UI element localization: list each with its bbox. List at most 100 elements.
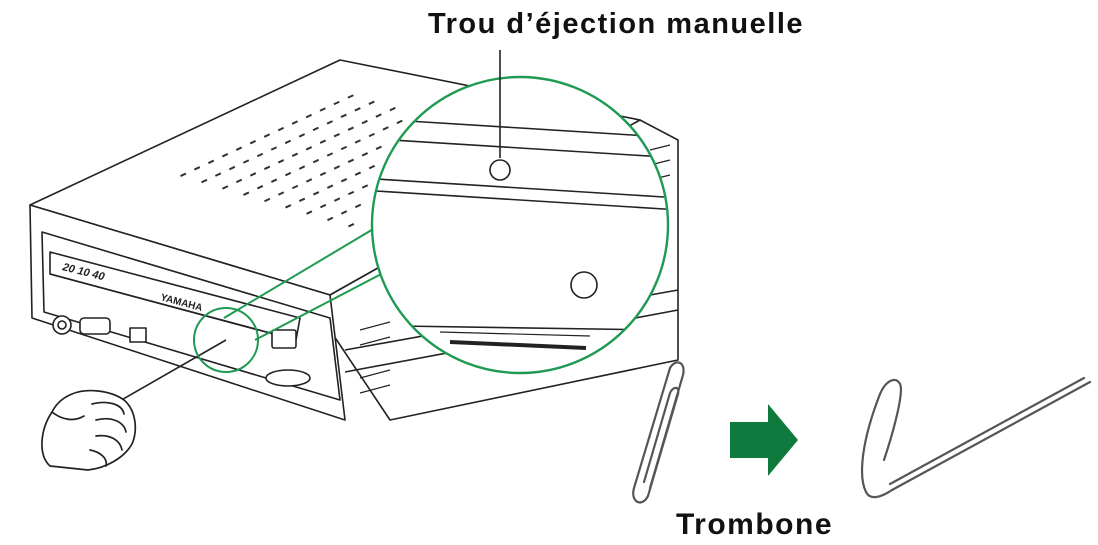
- vent-slot: [333, 100, 340, 106]
- vent-slot: [249, 172, 257, 177]
- vent-slot: [298, 197, 306, 202]
- zoom-tray-bottom: [449, 340, 587, 350]
- volume-control: [79, 317, 111, 335]
- drive-bezel-inner: [41, 231, 341, 401]
- vent-slot: [319, 171, 327, 177]
- vent-slot: [319, 139, 327, 144]
- callout-connector-bottom: [254, 271, 386, 341]
- paper-clip-bent-icon: [861, 376, 1092, 499]
- paper-clip-straightened: [861, 378, 1092, 499]
- eject-hole-label: Trou d’éjection manuelle: [428, 8, 805, 40]
- vent-slot: [263, 165, 271, 170]
- vent-slot: [305, 113, 312, 119]
- callout-connector-top: [223, 221, 386, 319]
- vent-slot: [221, 153, 229, 158]
- vent-slot: [361, 184, 369, 189]
- vent-slot: [235, 178, 243, 184]
- vent-slot: [347, 158, 355, 163]
- vent-slot: [368, 132, 375, 138]
- vent-slot: [333, 197, 341, 202]
- vent-slot: [305, 146, 313, 151]
- indicator-box: [129, 327, 147, 343]
- eject-indicator: [271, 329, 297, 349]
- headphone-jack-inner: [57, 320, 67, 330]
- vent-slot: [277, 191, 285, 196]
- vent-slot: [284, 139, 292, 145]
- vent-slot: [319, 107, 326, 112]
- zoom-callout: [193, 75, 670, 375]
- vent-slot: [270, 178, 278, 183]
- vent-slot: [291, 120, 298, 125]
- vent-slot: [285, 204, 292, 209]
- drive-side-ribs: [359, 144, 671, 394]
- zoom-edge-fourth: [372, 189, 668, 211]
- vent-slot: [326, 152, 334, 157]
- vent-slot: [264, 197, 271, 203]
- vent-slot: [193, 166, 201, 171]
- vent-slot: [340, 113, 347, 118]
- zoom-tray-line: [399, 325, 661, 331]
- vent-slot: [284, 171, 292, 177]
- vent-slot: [340, 210, 348, 215]
- vent-slot: [347, 126, 354, 131]
- zoom-eject-hole: [489, 159, 511, 181]
- vent-slot: [396, 119, 403, 125]
- vent-slot: [201, 178, 208, 184]
- arrow-right-icon: [730, 404, 798, 476]
- vent-slot: [291, 184, 299, 190]
- drive-front-bezel: [29, 204, 346, 421]
- vent-slot: [361, 119, 368, 125]
- callout-large-circle: [370, 75, 670, 375]
- paper-clip-label: Trombone: [676, 508, 834, 541]
- vent-slot: [348, 223, 355, 228]
- zoom-edge-third: [372, 177, 668, 199]
- vent-slot: [333, 165, 341, 170]
- ventilation-grille: [180, 94, 403, 228]
- zoom-eject-button-circle: [570, 271, 598, 299]
- vent-slot: [347, 190, 355, 196]
- hand-icon: [41, 389, 137, 471]
- zoom-edge-second: [372, 137, 668, 159]
- vent-slot: [306, 210, 313, 215]
- paper-clip-wire-inserted: [117, 339, 227, 403]
- paper-clip-original: [632, 361, 685, 504]
- vent-slot: [256, 152, 264, 158]
- vent-slot: [207, 159, 215, 164]
- vent-slot: [270, 146, 278, 151]
- vent-slot: [354, 139, 361, 144]
- vent-slot: [354, 171, 362, 176]
- paper-clip-icon: [632, 361, 685, 504]
- vent-slot: [291, 152, 299, 157]
- vent-slot: [263, 133, 271, 138]
- vent-slot: [222, 185, 229, 190]
- vent-slot: [298, 133, 306, 138]
- vent-slot: [312, 126, 319, 132]
- vent-slot: [228, 165, 236, 171]
- vent-slot: [354, 107, 361, 112]
- vent-slot: [326, 184, 334, 189]
- vent-slot: [242, 159, 250, 164]
- vent-slot: [326, 120, 333, 125]
- vent-slot: [354, 203, 362, 209]
- zoom-tray-bottom-2: [439, 331, 591, 337]
- vent-slot: [214, 172, 222, 177]
- vent-slot: [256, 185, 264, 190]
- vent-slot: [340, 178, 348, 183]
- vent-slot: [235, 146, 243, 151]
- vent-slot: [327, 216, 334, 222]
- vent-slot: [249, 140, 257, 145]
- vent-slot: [180, 172, 187, 177]
- callout-large-circle-fill: [372, 77, 668, 373]
- vent-slot: [312, 191, 320, 196]
- drive-tray-lip: [49, 273, 297, 341]
- vent-slot: [277, 159, 285, 164]
- vent-slot: [347, 94, 354, 99]
- vent-slot: [243, 191, 250, 196]
- vent-slot: [361, 152, 369, 157]
- callout-small-circle: [193, 307, 259, 373]
- eject-button: [265, 369, 311, 387]
- vent-slot: [312, 158, 320, 164]
- vent-slot: [368, 164, 376, 170]
- vent-slot: [305, 178, 313, 183]
